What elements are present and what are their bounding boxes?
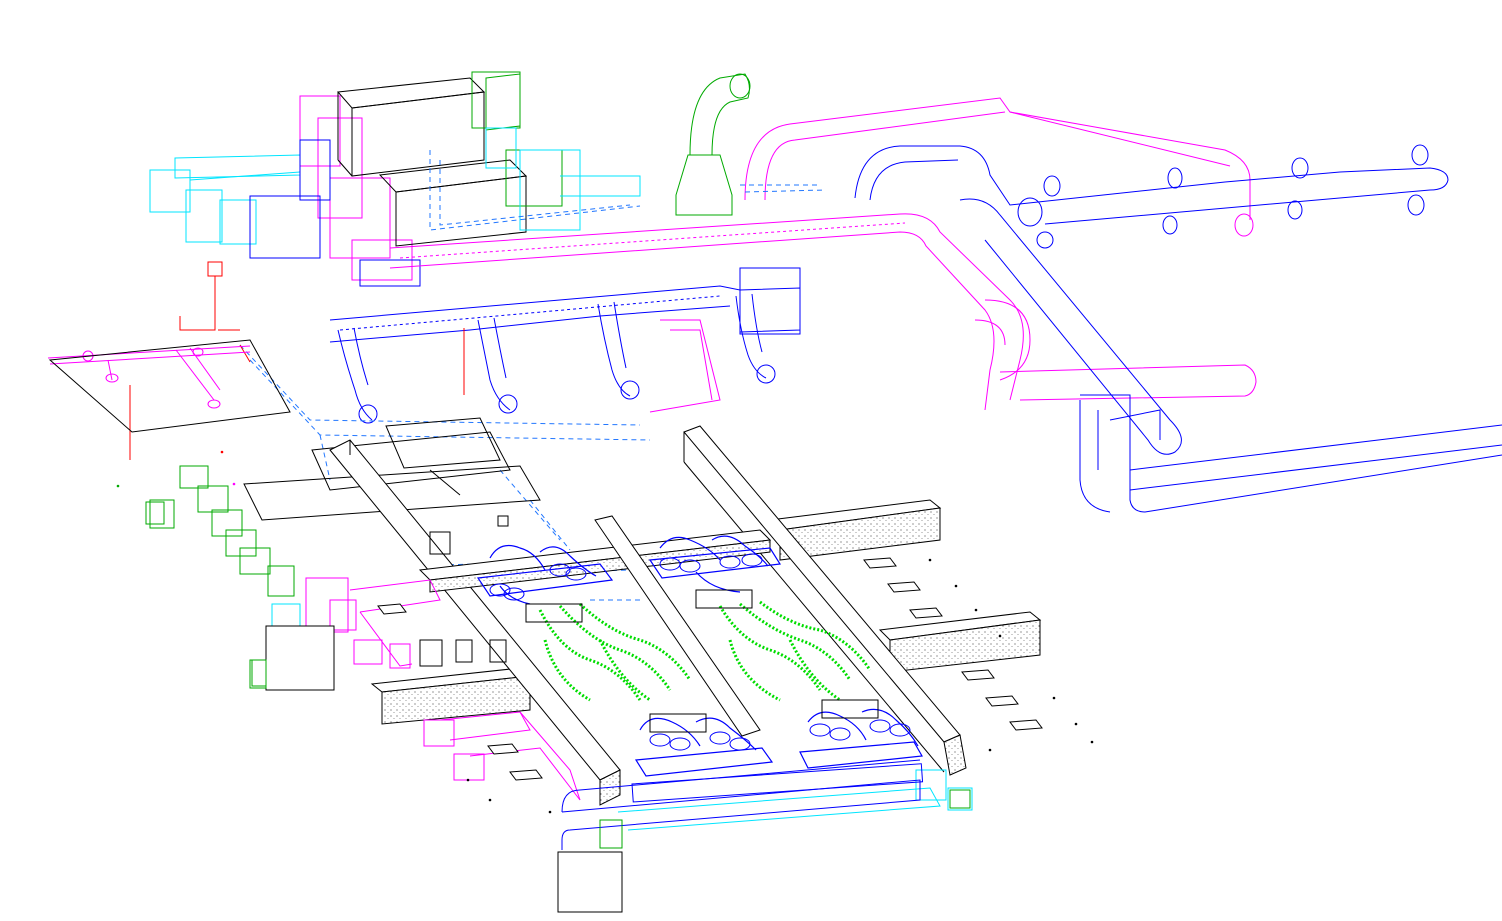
return-duct-left [305,577,581,801]
supply-duct-main [329,144,1502,513]
air-handling-units [149,71,641,287]
exhaust-riser [675,73,751,216]
fittings [419,515,879,733]
vav-boxes [476,535,923,777]
ahu-box-lower [378,159,528,247]
return-plenum [299,95,341,167]
ahu-box-upper [336,77,486,177]
ceiling-diffusers [377,557,1043,781]
grilles [145,501,971,849]
flex-ducts-green [538,600,872,702]
left-platform [48,339,291,433]
return-duct-main [389,97,1257,413]
left-piping-magenta [47,345,251,409]
equipment-cabinets [249,625,623,913]
structural-beams [329,425,1042,806]
piping-system [129,261,465,460]
floor-plates [243,417,541,521]
outdoor-air-duct [149,127,641,245]
reference-points [116,450,1094,814]
flex-coils-blue [489,553,911,751]
supply-duct-lower [561,759,924,850]
